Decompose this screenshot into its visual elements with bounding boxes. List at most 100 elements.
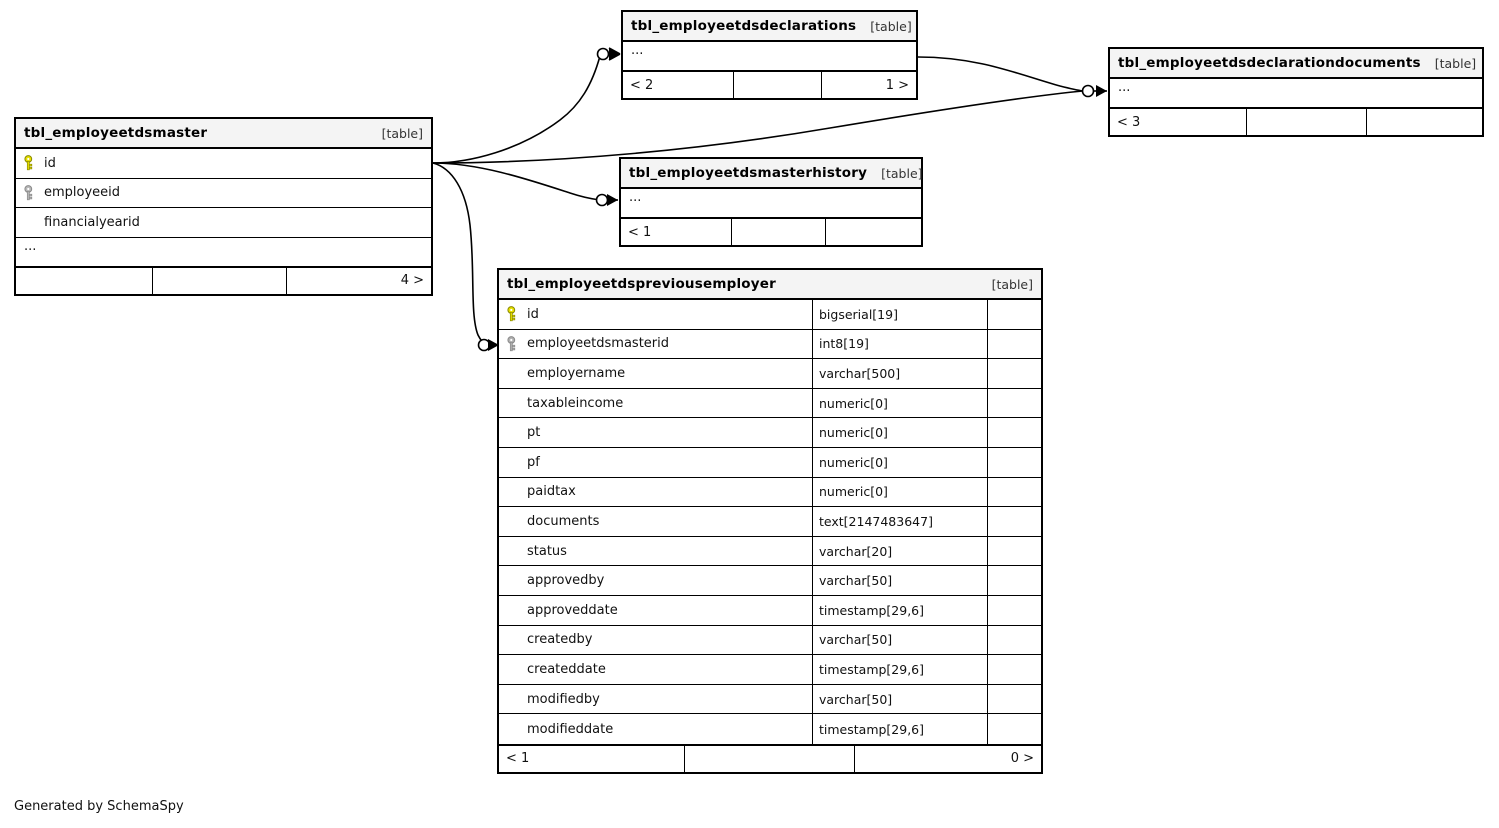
- column-list: ...: [1110, 79, 1482, 107]
- footer-right-count[interactable]: 1 >: [821, 72, 916, 98]
- table-kind-label: [table]: [881, 165, 923, 181]
- column-type-cell: timestamp[29,6]: [812, 714, 987, 744]
- footer-left-count[interactable]: < 1: [506, 751, 530, 767]
- table-node-employeetdsmaster[interactable]: tbl_employeetdsmaster [table] id: [14, 117, 433, 296]
- table-row[interactable]: employeeid: [16, 179, 431, 209]
- column-extra-cell: [987, 714, 1041, 744]
- footer-middle-count[interactable]: [684, 745, 854, 772]
- column-name: documents: [527, 513, 600, 529]
- column-extra-cell: [987, 418, 1041, 447]
- no-key-spacer: [507, 691, 520, 707]
- column-name: modifieddate: [527, 721, 614, 737]
- no-key-spacer: [507, 395, 520, 411]
- table-row[interactable]: id: [16, 149, 431, 179]
- no-key-spacer: [24, 214, 37, 230]
- column-extra-cell: [987, 684, 1041, 714]
- column-name-cell: status: [499, 537, 812, 566]
- footer-left-count[interactable]: < 2: [630, 77, 654, 93]
- connector-masterhistory: [595, 193, 618, 207]
- column-name: pf: [527, 454, 540, 470]
- footer-right-count[interactable]: 4 >: [286, 267, 431, 294]
- edge-master-to-masterhistory: [432, 162, 601, 201]
- column-name: paidtax: [527, 484, 576, 500]
- table-footer: 4 >: [16, 265, 431, 294]
- column-extra-cell: [987, 536, 1041, 566]
- column-name-cell: id: [499, 300, 812, 329]
- column-name: employername: [527, 365, 626, 381]
- footer-middle-count[interactable]: [733, 72, 821, 98]
- table-node-employeetdsdeclarationdocuments[interactable]: tbl_employeetdsdeclarationdocuments [tab…: [1108, 47, 1484, 137]
- no-key-spacer: [507, 721, 520, 737]
- column-name: taxableincome: [527, 395, 624, 411]
- column-name-cell: employername: [499, 359, 812, 388]
- column-name: createddate: [527, 661, 606, 677]
- table-footer: < 1 0 >: [499, 743, 1041, 772]
- table-header: tbl_employeetdsmasterhistory [table]: [621, 159, 923, 189]
- table-node-employeetdsdeclarations[interactable]: tbl_employeetdsdeclarations [table] ... …: [621, 10, 918, 100]
- column-name: modifiedby: [527, 691, 600, 707]
- more-columns-row: ...: [621, 189, 921, 217]
- column-list: ...: [621, 189, 921, 217]
- footer-right-count[interactable]: [825, 219, 921, 245]
- table-kind-label: [table]: [1434, 55, 1477, 71]
- column-name: approveddate: [527, 602, 618, 618]
- table-title: tbl_employeetdspreviousemployer: [507, 276, 776, 292]
- footer-middle-count[interactable]: [1246, 109, 1366, 135]
- table-row[interactable]: taxableincome numeric[0]: [499, 388, 1041, 419]
- column-type-cell: numeric[0]: [812, 388, 987, 418]
- table-header: tbl_employeetdsdeclarations [table]: [623, 12, 916, 42]
- footer-right-count[interactable]: [1366, 109, 1482, 135]
- column-name: financialyearid: [44, 214, 140, 230]
- table-row[interactable]: financialyearid: [16, 208, 431, 238]
- more-columns-indicator: ...: [1118, 80, 1131, 95]
- connector-declarations: [596, 47, 621, 61]
- footer-right-count[interactable]: 0 >: [854, 745, 1041, 772]
- edge-master-to-declarations: [432, 55, 601, 164]
- no-key-spacer: [507, 661, 520, 677]
- footer-middle-count[interactable]: [731, 219, 825, 245]
- edge-master-to-previousemployer: [432, 162, 488, 347]
- footer-left-count[interactable]: < 3: [1117, 114, 1141, 130]
- table-footer: < 1: [621, 217, 921, 245]
- table-title: tbl_employeetdsmaster: [24, 125, 208, 141]
- connector-previousemployer: [477, 338, 499, 352]
- more-columns-row: ...: [1110, 79, 1482, 107]
- table-node-employeetdsmasterhistory[interactable]: tbl_employeetdsmasterhistory [table] ...…: [619, 157, 923, 247]
- column-name-cell: createdby: [499, 626, 812, 655]
- column-type-cell: varchar[20]: [812, 536, 987, 566]
- column-name-cell: taxableincome: [499, 389, 812, 418]
- column-name: employeetdsmasterid: [527, 336, 669, 352]
- table-node-employeetdspreviousemployer[interactable]: tbl_employeetdspreviousemployer [table] …: [497, 268, 1043, 774]
- column-extra-cell: [987, 447, 1041, 477]
- table-title: tbl_employeetdsdeclarationdocuments: [1118, 55, 1421, 71]
- column-name-cell: createddate: [499, 655, 812, 684]
- no-key-spacer: [507, 602, 520, 618]
- no-key-spacer: [507, 632, 520, 648]
- footer-left-count[interactable]: [16, 268, 152, 294]
- footer-middle-count[interactable]: [152, 267, 286, 294]
- column-extra-cell: [987, 477, 1041, 507]
- column-extra-cell: [987, 359, 1041, 388]
- column-extra-cell: [987, 625, 1041, 655]
- table-header: tbl_employeetdspreviousemployer [table]: [499, 270, 1041, 300]
- column-name-cell: pt: [499, 418, 812, 447]
- more-columns-indicator: ...: [631, 43, 644, 58]
- column-list: id employeeid: [16, 149, 431, 266]
- table-row[interactable]: modifieddate timestamp[29,6]: [499, 714, 1041, 744]
- foreign-key-icon: [24, 184, 37, 201]
- footer-left-count[interactable]: < 1: [628, 224, 652, 240]
